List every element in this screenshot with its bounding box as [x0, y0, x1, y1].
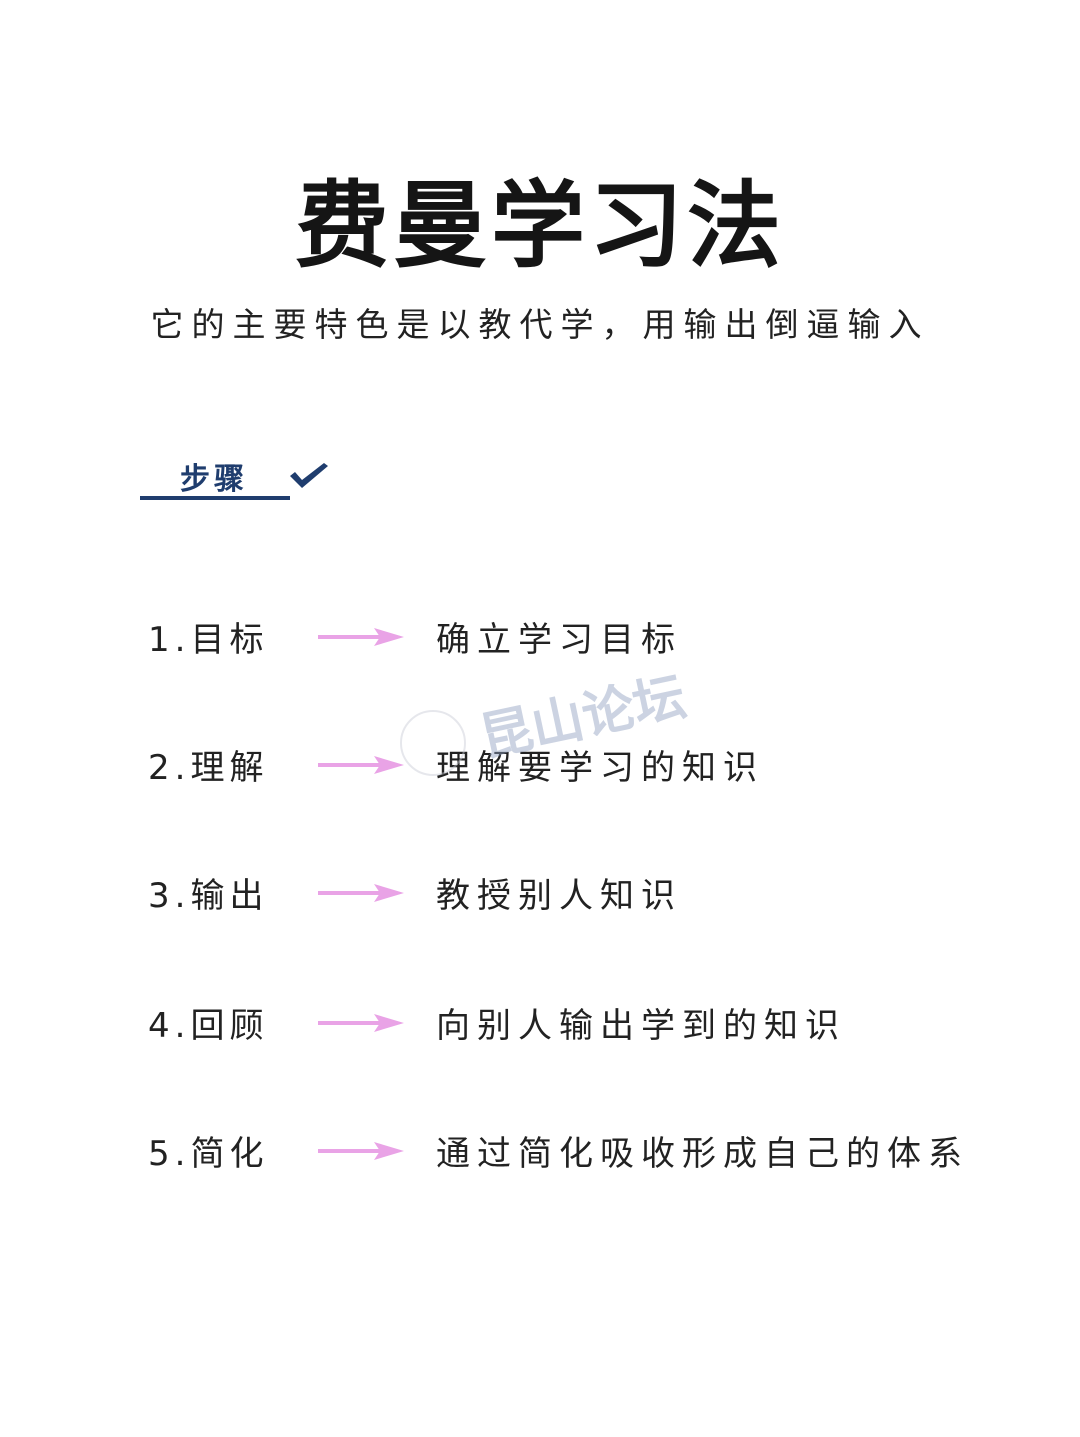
step-label: 4.回顾: [148, 1006, 269, 1046]
subtitle: 它的主要特色是以教代学，用输出倒逼输入: [150, 305, 930, 344]
step-description: 向别人输出学到的知识: [436, 1006, 846, 1046]
step-label: 3.输出: [148, 876, 269, 916]
step-row: 4.回顾 向别人输出学到的知识: [148, 998, 1048, 1048]
step-row: 2.理解 理解要学习的知识: [148, 740, 1048, 790]
arrow-right-icon: [318, 628, 404, 646]
step-description: 通过简化吸收形成自己的体系: [436, 1134, 969, 1174]
step-description: 理解要学习的知识: [436, 748, 764, 788]
checkmark-icon: [290, 463, 328, 488]
steps-heading-label: 步骤: [180, 462, 248, 497]
step-description: 确立学习目标: [436, 620, 682, 660]
step-row: 5.简化 通过简化吸收形成自己的体系: [148, 1126, 1048, 1176]
steps-heading: 步骤: [140, 452, 290, 500]
step-label: 2.理解: [148, 748, 269, 788]
arrow-right-icon: [318, 756, 404, 774]
step-label: 1.目标: [148, 620, 269, 660]
step-description: 教授别人知识: [436, 876, 682, 916]
arrow-right-icon: [318, 884, 404, 902]
arrow-right-icon: [318, 1142, 404, 1160]
step-row: 3.输出 教授别人知识: [148, 868, 1048, 918]
arrow-right-icon: [318, 1014, 404, 1032]
page-title: 费曼学习法: [294, 172, 785, 281]
step-row: 1.目标 确立学习目标: [148, 612, 1048, 662]
step-label: 5.简化: [148, 1134, 269, 1174]
